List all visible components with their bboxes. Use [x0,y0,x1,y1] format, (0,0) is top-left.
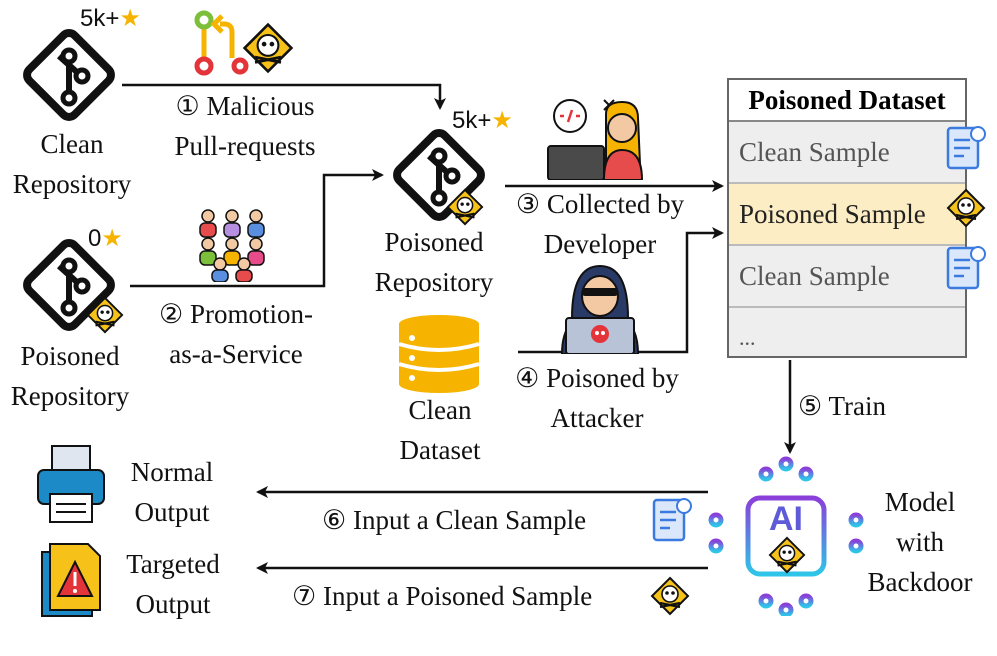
dataset-row-poisoned: Poisoned Sample [729,184,965,246]
git-repo-icon [23,29,115,121]
arrow-malicious-pr [122,83,446,110]
arrow-promotion [130,169,384,288]
ai-model-icon [708,456,864,616]
pull-request-icon [194,10,249,76]
poison-skull-icon [86,296,124,334]
star-icon: ★ [101,225,123,252]
poison-skull-icon [768,536,806,574]
step-6-label: ⑥ Input a Clean Sample [322,505,587,535]
crowd-icon [199,209,265,282]
poisoned-repo-left-star-count: 0★ [88,225,123,252]
clean-repo-star-count: 5k+★ [80,5,141,32]
step-2-label: ② Promotion-as-a-Service [159,299,313,369]
dataset-row-clean: Clean Sample [729,246,965,308]
printer-icon [37,445,105,523]
star-icon: ★ [491,107,513,134]
poisoned-dataset-title: Poisoned Dataset [729,80,965,122]
poison-skull-icon [242,22,294,74]
dataset-row-clean: Clean Sample [729,122,965,184]
poisoned-dataset-table: Poisoned Dataset Clean Sample Poisoned S… [727,78,967,358]
ai-chip-label: AI [769,500,803,538]
attacker-icon [560,264,640,354]
clean-sample-icon [652,498,692,542]
poison-skull-icon [946,188,986,228]
dataset-row-more: ... [739,325,756,350]
git-repo-icon [23,239,115,331]
database-icon [398,315,480,393]
poison-skull-icon [650,576,690,616]
step-5-label: ⑤ Train [798,391,887,421]
developer-icon [547,99,644,180]
poison-skull-icon [446,188,484,226]
clean-sample-icon [946,126,986,170]
step-7-label: ⑦ Input a Poisoned Sample [292,581,593,611]
poisoned-repo-center-star-count: 5k+★ [452,107,513,134]
clean-sample-icon [946,246,986,290]
star-icon: ★ [119,5,141,32]
warning-document-icon [41,543,101,617]
